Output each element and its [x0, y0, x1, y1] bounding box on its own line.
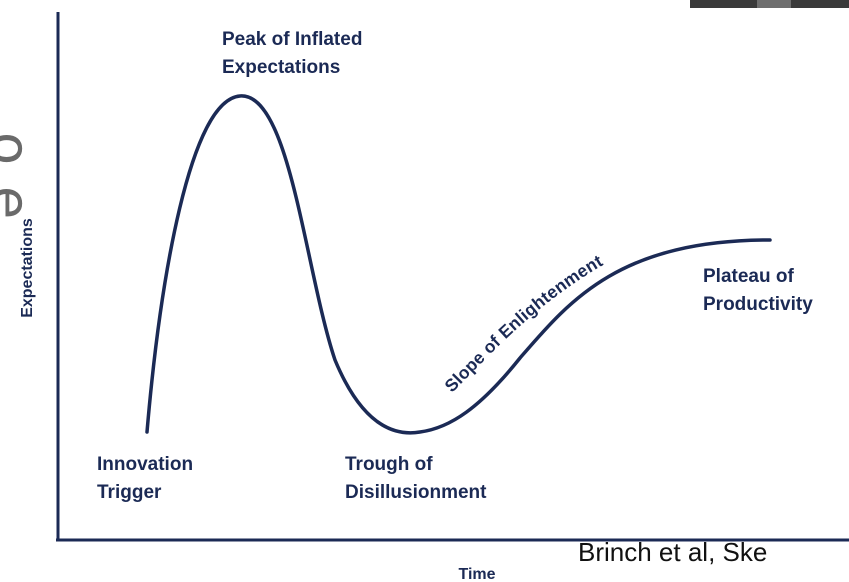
peak-label-line-2: Expectations [222, 57, 340, 78]
innovation-trigger-label: Innovation Trigger [97, 454, 198, 503]
hype-curve [145, 94, 772, 435]
cropped-edge-text: o e [0, 132, 42, 219]
axes [56, 12, 849, 542]
x-axis-label: Time [458, 566, 495, 582]
trigger-label-line-1: Innovation [97, 454, 193, 475]
svg-text:e: e [0, 186, 42, 219]
trough-label: Trough of Disillusionment [345, 454, 487, 503]
corner-image-fragment [690, 0, 849, 8]
slope-label: Slope of Enlightenment [441, 251, 607, 396]
trigger-label-line-2: Trigger [97, 482, 162, 503]
plateau-label-line-2: Productivity [703, 294, 813, 315]
plateau-label-line-1: Plateau of [703, 266, 794, 287]
trough-label-line-1: Trough of [345, 454, 433, 475]
credit-text: Brinch et al, Ske [578, 537, 767, 567]
slope-label-text: Slope of Enlightenment [441, 251, 606, 396]
peak-label: Peak of Inflated Expectations [222, 29, 368, 78]
svg-text:o: o [0, 132, 42, 165]
y-axis-label: Expectations [19, 218, 36, 318]
trough-label-line-2: Disillusionment [345, 482, 487, 503]
peak-label-line-1: Peak of Inflated [222, 29, 362, 50]
plateau-label: Plateau of Productivity [703, 266, 813, 315]
